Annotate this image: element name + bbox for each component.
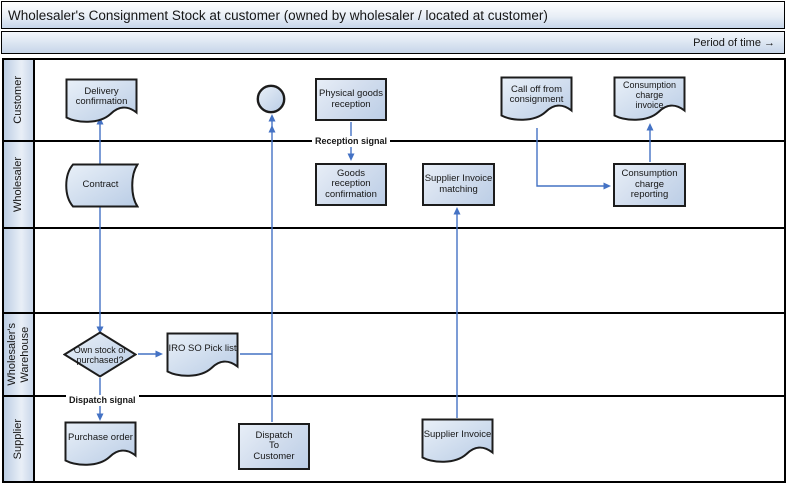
edge-label-reception-signal: Reception signal [312, 136, 391, 147]
document-shape-icon [65, 78, 138, 123]
circle-shape-icon [256, 84, 286, 114]
decision-diamond-icon [63, 331, 137, 378]
edge-label-dispatch-signal: Dispatch signal [66, 395, 139, 406]
node-consumption-charge-invoice[interactable]: Consumption charge invoice [613, 76, 686, 124]
lane-supplier [33, 395, 786, 483]
lane-label-empty [2, 227, 35, 314]
period-of-time-label: Period of time → [693, 36, 775, 49]
period-of-time-bar: Period of time → [1, 31, 785, 54]
node-goods-reception-confirmation[interactable]: Goods reception confirmation [315, 163, 387, 206]
node-supplier-invoice[interactable]: Supplier Invoice [421, 418, 494, 466]
node-consumption-charge-reporting[interactable]: Consumption charge reporting [613, 163, 686, 207]
lane-empty [33, 227, 786, 314]
lane-label-wholesalers-warehouse: Wholesaler's Warehouse [2, 312, 35, 397]
node-contract[interactable]: Contract [62, 163, 139, 208]
node-supplier-invoice-matching[interactable]: Supplier Invoice matching [422, 163, 495, 206]
document-shape-icon [613, 76, 686, 121]
document-shape-icon [421, 418, 494, 463]
diagram-title: Wholesaler's Consignment Stock at custom… [8, 7, 548, 23]
node-delivery-confirmation[interactable]: Delivery confirmation [65, 78, 138, 126]
document-shape-icon [64, 421, 137, 466]
lane-label-wholesaler: Wholesaler [2, 140, 35, 229]
document-shape-icon [500, 76, 573, 121]
node-own-stock-or-purchased[interactable]: Own stock or purchased? [63, 331, 137, 378]
node-purchase-order[interactable]: Purchase order [64, 421, 137, 469]
lane-label-text: Wholesaler's Warehouse [5, 323, 31, 386]
node-physical-goods-reception[interactable]: Physical goods reception [315, 78, 387, 121]
node-dispatch-to-customer[interactable]: Dispatch To Customer [238, 423, 310, 470]
node-iro-so-pick-list[interactable]: IRO SO Pick list [166, 332, 239, 380]
stored-data-shape-icon [65, 163, 139, 208]
lane-label-text: Wholesaler [12, 156, 24, 213]
lane-label-customer: Customer [2, 58, 35, 142]
lane-label-supplier: Supplier [2, 395, 35, 483]
node-start-circle[interactable] [256, 84, 286, 114]
lane-label-text: Supplier [12, 418, 24, 460]
lane-wholesalers-warehouse [33, 312, 786, 397]
node-call-off-from-consignment[interactable]: Call off from consignment [500, 76, 573, 124]
diagram-title-bar: Wholesaler's Consignment Stock at custom… [1, 1, 785, 29]
lane-label-text: Customer [12, 76, 24, 124]
document-shape-icon [166, 332, 239, 377]
